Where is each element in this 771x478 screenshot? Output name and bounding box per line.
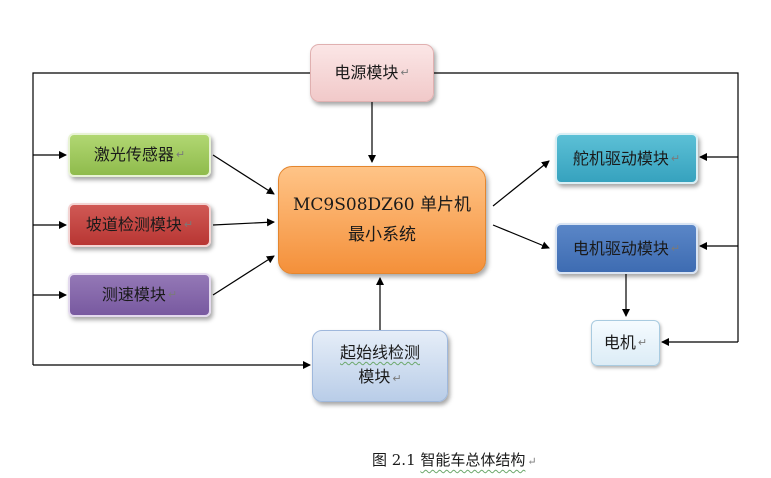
slope-detect-label: 坡道检测模块	[85, 215, 182, 234]
servo-driver-box: 舵机驱动模块↵	[555, 133, 698, 184]
laser-sensor-box: 激光传感器↵	[68, 133, 211, 177]
arrow-mcu-servo	[492, 160, 550, 207]
paragraph-mark: ↵	[400, 66, 410, 79]
mcu-system-box: MC9S08DZ60 单片机 最小系统	[278, 166, 486, 274]
power-bus-left	[32, 72, 310, 365]
motor-box: 电机↵	[591, 320, 660, 366]
motor-label: 电机	[603, 333, 636, 352]
start-line-label-line2: 模块	[358, 367, 391, 386]
motor-driver-label: 电机驱动模块	[572, 238, 669, 258]
arrow-speed-mcu	[212, 255, 275, 296]
paragraph-mark: ↵	[637, 336, 648, 349]
power-module-box: 电源模块↵	[310, 44, 434, 102]
paragraph-mark: ↵	[175, 148, 186, 161]
mcu-label-line1: MC9S08DZ60 单片机	[293, 195, 471, 215]
caption-title: 智能车总体结构	[420, 451, 526, 469]
paragraph-mark: ↵	[670, 241, 681, 255]
servo-driver-label: 舵机驱动模块	[572, 148, 669, 168]
slope-detect-box: 坡道检测模块↵	[68, 203, 211, 247]
figure-caption: 图 2.1 智能车总体结构↵	[372, 449, 537, 470]
speed-measure-label: 测速模块	[101, 285, 166, 304]
arrow-laser-mcu	[212, 154, 275, 195]
arrow-mcu-motor-driver	[492, 224, 550, 250]
start-line-label-line1: 起始线检测	[339, 343, 420, 362]
motor-driver-box: 电机驱动模块↵	[555, 223, 698, 274]
power-bus-right	[434, 72, 739, 342]
paragraph-mark: ↵	[527, 455, 537, 468]
start-line-detect-box: 起始线检测 模块↵	[312, 330, 448, 402]
power-module-label: 电源模块	[334, 63, 399, 82]
paragraph-mark: ↵	[183, 218, 194, 231]
paragraph-mark: ↵	[167, 288, 178, 301]
speed-measure-box: 测速模块↵	[68, 273, 211, 317]
caption-number: 图 2.1	[372, 451, 416, 469]
arrow-slope-mcu	[212, 218, 275, 227]
laser-sensor-label: 激光传感器	[93, 145, 174, 164]
paragraph-mark: ↵	[392, 372, 402, 385]
mcu-label-line2: 最小系统	[348, 225, 416, 245]
paragraph-mark: ↵	[670, 151, 681, 165]
